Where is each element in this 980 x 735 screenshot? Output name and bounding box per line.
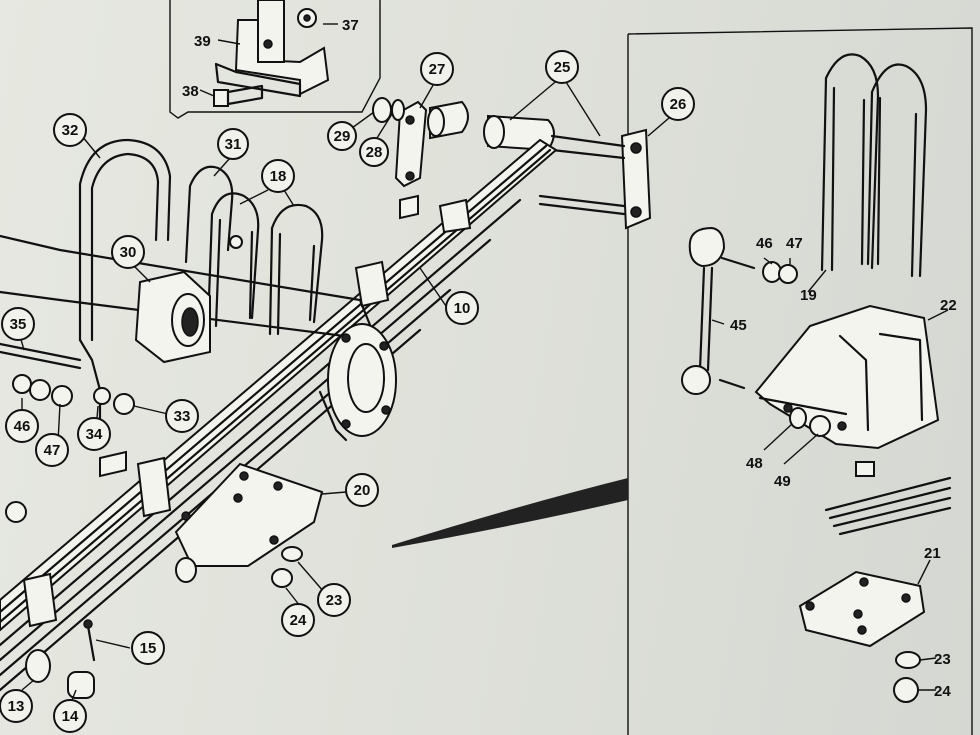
callout-38-label: 38 xyxy=(182,83,199,100)
callout-32: 32 xyxy=(53,113,87,147)
nut-37 xyxy=(297,8,317,28)
label-45: 45 xyxy=(730,317,747,334)
callout-15: 15 xyxy=(131,631,165,665)
callout-31: 31 xyxy=(217,128,249,160)
shackle-26 xyxy=(538,128,652,230)
callout-13-text: 13 xyxy=(8,698,25,715)
strap-32 xyxy=(78,138,172,422)
washer-nut-46-47 xyxy=(762,261,798,284)
washer-nut-48-49 xyxy=(789,407,831,437)
callout-14-text: 14 xyxy=(62,708,79,725)
callout-32-text: 32 xyxy=(62,122,79,139)
callout-29: 29 xyxy=(327,121,357,151)
callout-25: 25 xyxy=(545,50,579,84)
inset-pointer xyxy=(392,478,628,548)
axle-tube xyxy=(0,234,397,442)
label-22: 22 xyxy=(940,297,957,314)
washer-nut-23-24 xyxy=(271,546,303,588)
small-parts-13-14-15 xyxy=(25,619,96,699)
washer-nut-23-24-right xyxy=(893,651,921,703)
callout-27-text: 27 xyxy=(429,61,446,78)
callout-46-left: 46 xyxy=(5,409,39,443)
nuts-row-left xyxy=(5,374,135,523)
callout-24-left-text: 24 xyxy=(290,612,307,629)
callout-27: 27 xyxy=(420,52,454,86)
callout-47-left-text: 47 xyxy=(44,442,61,459)
label-46-right: 46 xyxy=(756,235,773,252)
bolt-35 xyxy=(0,342,82,370)
spring-end-right xyxy=(824,461,952,536)
callout-30: 30 xyxy=(111,235,145,269)
callout-39-label: 39 xyxy=(194,33,211,50)
callout-35: 35 xyxy=(1,307,35,341)
washer-28-nut-29 xyxy=(372,97,405,123)
callouts: 37 39 38 25 27 26 29 28 32 31 18 30 10 3… xyxy=(0,17,695,733)
callout-15-text: 15 xyxy=(140,640,157,657)
callout-31-text: 31 xyxy=(225,136,242,153)
pad-30 xyxy=(134,270,211,364)
u-bolts-18 xyxy=(206,192,324,336)
callout-10: 10 xyxy=(445,291,479,325)
bracket-22 xyxy=(754,304,940,450)
inset-frame-top xyxy=(169,0,381,119)
bolt-38 xyxy=(213,84,264,107)
leader-lines xyxy=(19,23,949,701)
callout-33-text: 33 xyxy=(174,408,191,425)
callout-29-text: 29 xyxy=(334,128,351,145)
callout-28: 28 xyxy=(359,137,389,167)
label-24-right: 24 xyxy=(934,683,951,700)
callout-47-left: 47 xyxy=(35,433,69,467)
callout-28-text: 28 xyxy=(366,144,383,161)
plain-labels: 46 47 19 22 45 48 49 21 23 24 xyxy=(730,235,957,700)
callout-34-text: 34 xyxy=(86,426,103,443)
callout-18: 18 xyxy=(261,159,295,193)
leaf-spring-10 xyxy=(0,138,558,692)
link-45 xyxy=(681,226,756,395)
callout-34: 34 xyxy=(77,417,111,451)
callout-26-text: 26 xyxy=(670,96,687,113)
bush-25 xyxy=(427,100,555,152)
u-bolt-31 xyxy=(184,165,243,264)
shackle-plate-27 xyxy=(394,100,428,188)
callout-23-left: 23 xyxy=(317,583,351,617)
label-47-right: 47 xyxy=(786,235,803,252)
callout-26: 26 xyxy=(661,87,695,121)
callout-20-text: 20 xyxy=(354,482,371,499)
spring-plate-20 xyxy=(174,462,324,583)
callout-23-left-text: 23 xyxy=(326,592,343,609)
label-23-right: 23 xyxy=(934,651,951,668)
callout-37-label: 37 xyxy=(342,17,359,34)
callout-20: 20 xyxy=(345,473,379,507)
plate-21 xyxy=(798,570,926,648)
label-19: 19 xyxy=(800,287,817,304)
callout-30-text: 30 xyxy=(120,244,137,261)
callout-25-text: 25 xyxy=(554,59,571,76)
label-21: 21 xyxy=(924,545,941,562)
callout-33: 33 xyxy=(165,399,199,433)
callout-24-left: 24 xyxy=(281,603,315,637)
u-bolts-19 xyxy=(820,53,928,278)
callout-10-text: 10 xyxy=(454,300,471,317)
label-49: 49 xyxy=(774,473,791,490)
callout-13: 13 xyxy=(0,689,33,723)
callout-46-left-text: 46 xyxy=(14,418,31,435)
bracket-39 xyxy=(214,0,330,98)
callout-14: 14 xyxy=(53,699,87,733)
callout-35-text: 35 xyxy=(10,316,27,333)
callout-18-text: 18 xyxy=(270,168,287,185)
label-48: 48 xyxy=(746,455,763,472)
